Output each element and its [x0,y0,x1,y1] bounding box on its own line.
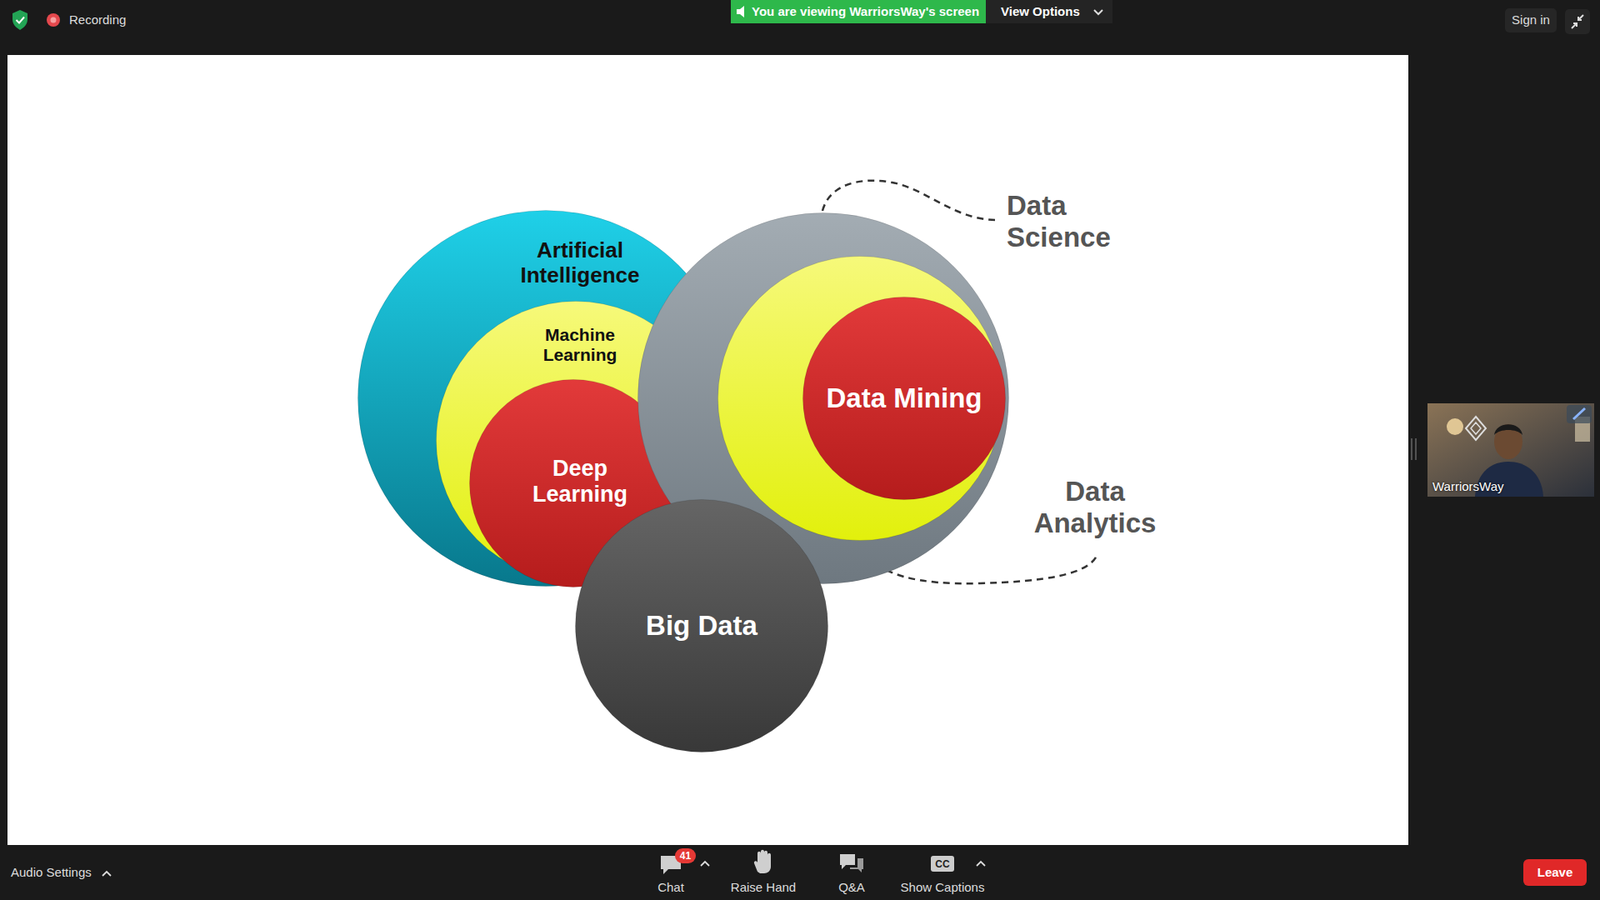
badge-count: 41 [680,850,691,862]
node-label: Artificial Intelligence [484,238,676,289]
shared-slide [7,55,1409,845]
node-label: Big Data [626,610,777,642]
chevron-icon [1094,10,1103,15]
circle-shape [803,297,1006,500]
captions-icon-text: CC [935,857,950,870]
collapse-icon [1571,15,1584,29]
node-label: Deep Learning [513,455,647,508]
record-dot-inner [50,17,57,24]
collapse-button [1565,9,1590,35]
node-label: Data Analytics [1005,475,1185,540]
leave-label: Leave [1537,865,1574,880]
video-thumbnail [1427,403,1595,497]
sign-in-button [1505,8,1557,33]
view-options-button [985,0,1113,24]
node-label: Data Science [1006,190,1157,254]
da-circle: Data AnalyticsData Mining [717,255,1003,541]
leave-button [1523,859,1587,886]
toolbar-label: Show Captions [900,880,985,895]
recording-label: Recording [69,12,126,28]
speaker-icon [736,5,745,18]
big-data-circle: Big Data [575,499,829,753]
participant-name: WarriorsWay [1432,479,1505,495]
chevron-icon [700,861,710,866]
toolbar-label: Raise Hand [730,880,796,895]
dm-circle: Data Mining [802,296,1006,500]
node-label: Data Mining [825,382,984,415]
node-label: Machine Learning [509,325,651,365]
captions-icon [930,855,955,872]
circle-shape [718,256,1003,541]
qa-icon-back [850,858,864,873]
view-options-label: View Options [1000,4,1080,20]
chat-badge [675,848,696,864]
chevron-icon [102,871,111,876]
raise-hand-icon [754,850,771,874]
share-banner-text: You are viewing WarriorsWay's screen [751,4,980,20]
toolbar-label: Q&A [838,880,865,895]
qa-icon [840,854,855,870]
circle-shape [575,500,829,753]
toolbar-label: Chat [657,880,685,895]
share-banner [730,0,986,24]
shield-check [16,17,25,24]
sign-in-label: Sign in [1511,12,1550,28]
shield-icon [12,10,28,30]
panel-handle [1411,438,1416,460]
record-dot [46,13,60,27]
chevron-icon [976,861,985,866]
leader-line [822,180,995,220]
audio-settings-label: Audio Settings [10,865,92,880]
